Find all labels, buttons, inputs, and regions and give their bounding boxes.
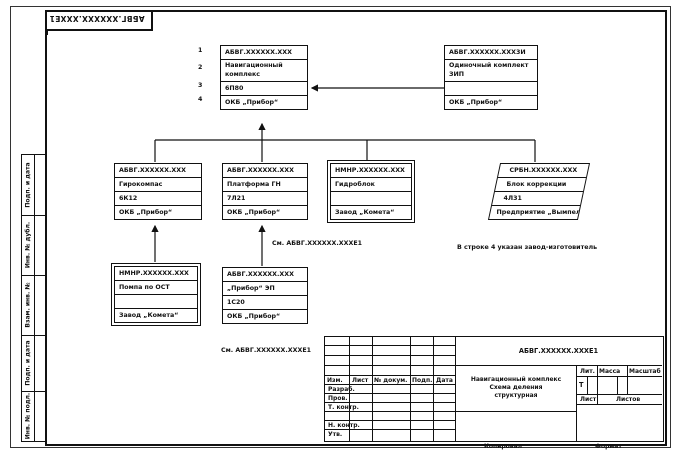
node-code: 7Л21 [223, 192, 307, 206]
node-pump: НМНР.XXXXXX.XXX Помпа по ОСТ Завод „Коме… [111, 263, 201, 326]
node-maker: Предприятие „Вымпел“ [496, 209, 580, 216]
node-code [331, 192, 411, 206]
label-scale: Масштаб [629, 368, 661, 375]
node-device-ep: АБВГ.XXXXXX.XXX „Прибор“ ЭП 1С20 ОКБ „Пр… [222, 267, 308, 324]
label-sheet: Лист [580, 396, 597, 403]
node-gyrocompass: АБВГ.XXXXXX.XXX Гирокомпас 6К12 ОКБ „При… [114, 163, 202, 220]
col-date: Дата [436, 377, 453, 384]
node-designation: НМНР.XXXXXX.XXX [331, 164, 411, 178]
role-approved: Утв. [328, 431, 343, 438]
node-name: Помпа по ОСТ [115, 281, 197, 295]
side-stamp-table: Подп. и дата Инв. № дубл. Взам. инв. № П… [21, 154, 46, 442]
title-designation: АБВГ.XXXXXX.XXXE1 [518, 347, 599, 355]
row-number-2: 2 [198, 64, 203, 71]
node-designation: НМНР.XXXXXX.XXX [115, 267, 197, 281]
node-designation: СРБН.XXXXXX.XXX [509, 167, 578, 174]
node-name: Одиночный комплект ЗИП [445, 60, 537, 82]
outer-border [10, 6, 671, 448]
top-left-stamp: АБВГ.XXXXXX.XXXE1 [47, 12, 153, 31]
title-line: Навигационный комплекс [470, 376, 562, 383]
footer-format: Формат [595, 443, 622, 450]
note-see-platform: См. АБВГ.XXXXXX.XXXЕ1 [272, 240, 362, 247]
node-name: Платформа ГН [223, 178, 307, 192]
node-designation: АБВГ.XXXXXX.XXX [223, 268, 307, 282]
title-line: структурная [494, 392, 538, 399]
node-name: Навигационный комплекс [221, 60, 307, 82]
role-checked: Пров. [328, 395, 348, 402]
node-navigation-complex: АБВГ.XXXXXX.XXX Навигационный комплекс 6… [220, 45, 308, 110]
side-cell-orig-inv: Инв. № подл. [22, 391, 46, 441]
footer-copied: Копировал [484, 443, 523, 450]
col-rev: Изм. [327, 377, 343, 384]
node-maker: Завод „Комета“ [119, 312, 179, 319]
node-code [445, 82, 537, 96]
title-text: Навигационный комплекс Схема деления стр… [456, 376, 576, 400]
col-sheet: Лист [352, 377, 369, 384]
col-sign: Подп. [412, 377, 433, 384]
node-name: Блок коррекции [506, 181, 567, 188]
row-number-1: 1 [198, 47, 203, 54]
node-maker: ОКБ „Прибор“ [227, 209, 281, 216]
row-number-3: 3 [198, 82, 203, 89]
node-platform: АБВГ.XXXXXX.XXX Платформа ГН 7Л21 ОКБ „П… [222, 163, 308, 220]
node-designation: АБВГ.XXXXXX.XXX [221, 46, 307, 60]
label-letter: Лит. [580, 368, 595, 375]
node-designation: АБВГ.XXXXXX.XXX3И [445, 46, 537, 60]
label-sheets: Листов [616, 396, 641, 403]
note-see-ep: См. АБВГ.XXXXXX.XXXЕ1 [221, 347, 311, 354]
node-hydroblock: НМНР.XXXXXX.XXX Гидроблок Завод „Комета“ [327, 160, 415, 223]
title-line: Схема деления [489, 384, 543, 391]
letter-value: Т [579, 381, 584, 389]
row-number-4: 4 [198, 96, 203, 103]
col-doc-no: № докум. [374, 377, 408, 384]
drawing-frame [45, 10, 667, 446]
node-maker: ОКБ „Прибор“ [449, 99, 503, 106]
node-maker: ОКБ „Прибор“ [225, 99, 279, 106]
node-code: 4Л31 [503, 195, 522, 202]
node-correction-block: СРБН.XXXXXX.XXX Блок коррекции 4Л31 Пред… [487, 163, 591, 220]
title-block [324, 336, 664, 442]
node-maker: Завод „Комета“ [335, 209, 395, 216]
role-norm-control: Н. контр. [328, 422, 360, 429]
note-row4: В строке 4 указан завод-изготовитель [457, 244, 598, 251]
role-tech-control: Т. контр. [328, 404, 359, 411]
node-designation: АБВГ.XXXXXX.XXX [223, 164, 307, 178]
node-name: „Прибор“ ЭП [223, 282, 307, 296]
node-code: 6П80 [221, 82, 307, 96]
node-maker: ОКБ „Прибор“ [119, 209, 173, 216]
role-developer: Разраб. [328, 386, 355, 393]
node-name: Гирокомпас [115, 178, 201, 192]
node-code: 6К12 [115, 192, 201, 206]
node-designation: АБВГ.XXXXXX.XXX [115, 164, 201, 178]
node-maker: ОКБ „Прибор“ [227, 313, 281, 320]
label-mass: Масса [599, 368, 621, 375]
node-name: Гидроблок [331, 178, 411, 192]
node-code [115, 295, 197, 309]
corner-mark [47, 30, 52, 35]
node-code: 1С20 [223, 296, 307, 310]
node-spare-parts-kit: АБВГ.XXXXXX.XXX3И Одиночный комплект ЗИП… [444, 45, 538, 110]
